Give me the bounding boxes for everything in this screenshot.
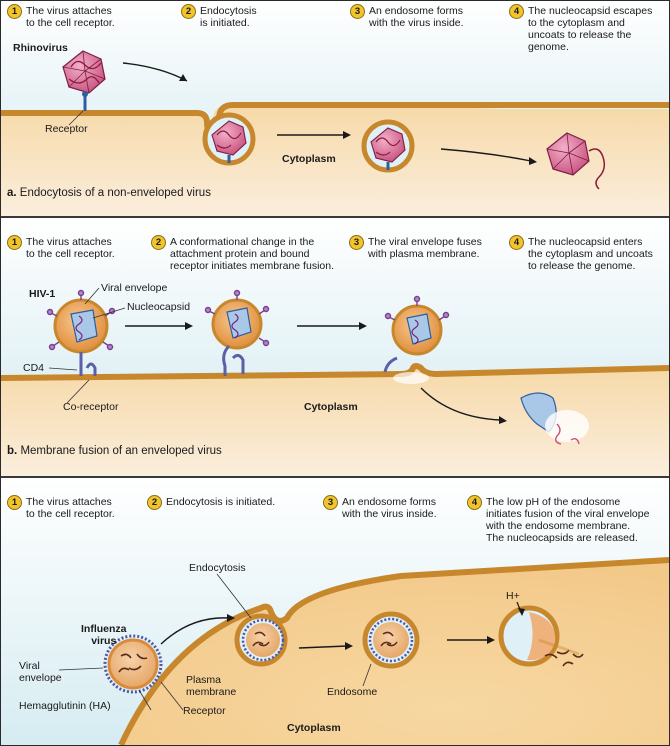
- step-text: Endocytosis is initiated.: [200, 5, 257, 29]
- hemagglutinin-label: Hemagglutinin (HA): [19, 700, 111, 712]
- step-badge: 1: [7, 235, 22, 250]
- cd4-label: CD4: [23, 362, 45, 374]
- step-badge: 4: [467, 495, 482, 510]
- caption-text: Membrane fusion of an enveloped virus: [20, 445, 222, 457]
- step-text: The virus attaches to the cell receptor.: [26, 496, 115, 520]
- hiv-virion-fusing: [383, 295, 450, 384]
- step-badge: 2: [151, 235, 166, 250]
- step-badge: 3: [323, 495, 338, 510]
- coreceptor-label: Co-receptor: [63, 401, 119, 413]
- caption-b: b. Membrane fusion of an enveloped virus: [7, 445, 222, 457]
- step-badge: 3: [350, 4, 365, 19]
- fusing-endosome: [498, 605, 584, 667]
- step-badge: 1: [7, 495, 22, 510]
- hiv-label: HIV-1: [29, 288, 56, 300]
- step-badge: 4: [509, 235, 524, 250]
- viral-envelope-label: Viral envelope: [101, 282, 168, 294]
- influenza-label: Influenza virus: [81, 623, 127, 647]
- endosome-a: [361, 119, 415, 173]
- nucleocapsid-label: Nucleocapsid: [127, 301, 191, 313]
- receptor-label-c: Receptor: [183, 705, 226, 717]
- arrow-c1: [160, 617, 230, 645]
- step-badge: 3: [349, 235, 364, 250]
- step-text: An endosome forms with the virus inside.: [342, 496, 437, 520]
- hiv-virion: [46, 289, 116, 376]
- cell-cytoplasm: [1, 366, 669, 476]
- caption-letter: b.: [7, 445, 18, 457]
- step-text: The low pH of the endosome initiates fus…: [486, 496, 650, 544]
- endocytosing-virus: [202, 112, 256, 166]
- hiv-virion-conformational: [204, 289, 270, 376]
- cell-cytoplasm: [1, 105, 669, 216]
- step-text: Endocytosis is initiated.: [166, 496, 276, 508]
- panel-b-scene: [1, 218, 669, 476]
- step-badge: 4: [509, 4, 524, 19]
- endosome-label: Endosome: [327, 686, 378, 698]
- panel-divider: [1, 476, 669, 478]
- plasma-membrane-label: Plasma membrane: [186, 674, 237, 698]
- step-text: The nucleocapsid enters the cytoplasm an…: [528, 236, 653, 272]
- step-badge: 1: [7, 4, 22, 19]
- panel-c-influenza: 1 The virus attaches to the cell recepto…: [1, 478, 669, 745]
- arrow-b3: [420, 387, 502, 421]
- caption-letter: a.: [7, 187, 17, 199]
- endosome-c: [362, 611, 420, 669]
- genome-strand: [588, 148, 606, 190]
- panel-a-scene: [1, 1, 669, 216]
- endocytosis-label: Endocytosis: [189, 562, 246, 574]
- panel-c-scene: [1, 478, 669, 745]
- step-text: A conformational change in the attachmen…: [170, 236, 334, 272]
- panel-a-nonenveloped: 1 The virus attaches to the cell recepto…: [1, 1, 669, 216]
- hplus-label: H+: [506, 590, 520, 602]
- panel-b-enveloped: 1 The virus attaches to the cell recepto…: [1, 218, 669, 476]
- caption-text: Endocytosis of a non-enveloped virus: [19, 187, 211, 199]
- released-nucleocapsid: [546, 132, 606, 190]
- step-text: An endosome forms with the virus inside.: [369, 5, 464, 29]
- arrow-a3: [440, 148, 532, 162]
- plasma-membrane: [118, 557, 669, 745]
- influenza-virion: [103, 634, 163, 694]
- step-badge: 2: [181, 4, 196, 19]
- cytoplasm-label-c: Cytoplasm: [287, 722, 341, 734]
- cytoplasm-label-b: Cytoplasm: [304, 401, 358, 413]
- step-text: The nucleocapsid escapes to the cytoplas…: [528, 5, 653, 53]
- endocytosing-influenza: [234, 613, 288, 667]
- cytoplasm-label-a: Cytoplasm: [282, 153, 336, 165]
- receptor-label: Receptor: [45, 123, 88, 135]
- arrow-c2: [298, 645, 348, 649]
- rhinovirus-label: Rhinovirus: [13, 42, 68, 54]
- step-badge: 2: [147, 495, 162, 510]
- viral-envelope-label-c: Viral envelope: [19, 660, 62, 684]
- step-text: The virus attaches to the cell receptor.: [26, 236, 115, 260]
- receptor-leader-line: [68, 110, 84, 126]
- step-text: The virus attaches to the cell receptor.: [26, 5, 115, 29]
- uncoating-nucleocapsid: [520, 392, 589, 445]
- rhinovirus-capsid: [62, 50, 106, 94]
- caption-a: a. Endocytosis of a non-enveloped virus: [7, 187, 211, 199]
- step-text: The viral envelope fuses with plasma mem…: [368, 236, 482, 260]
- panel-divider: [1, 216, 669, 218]
